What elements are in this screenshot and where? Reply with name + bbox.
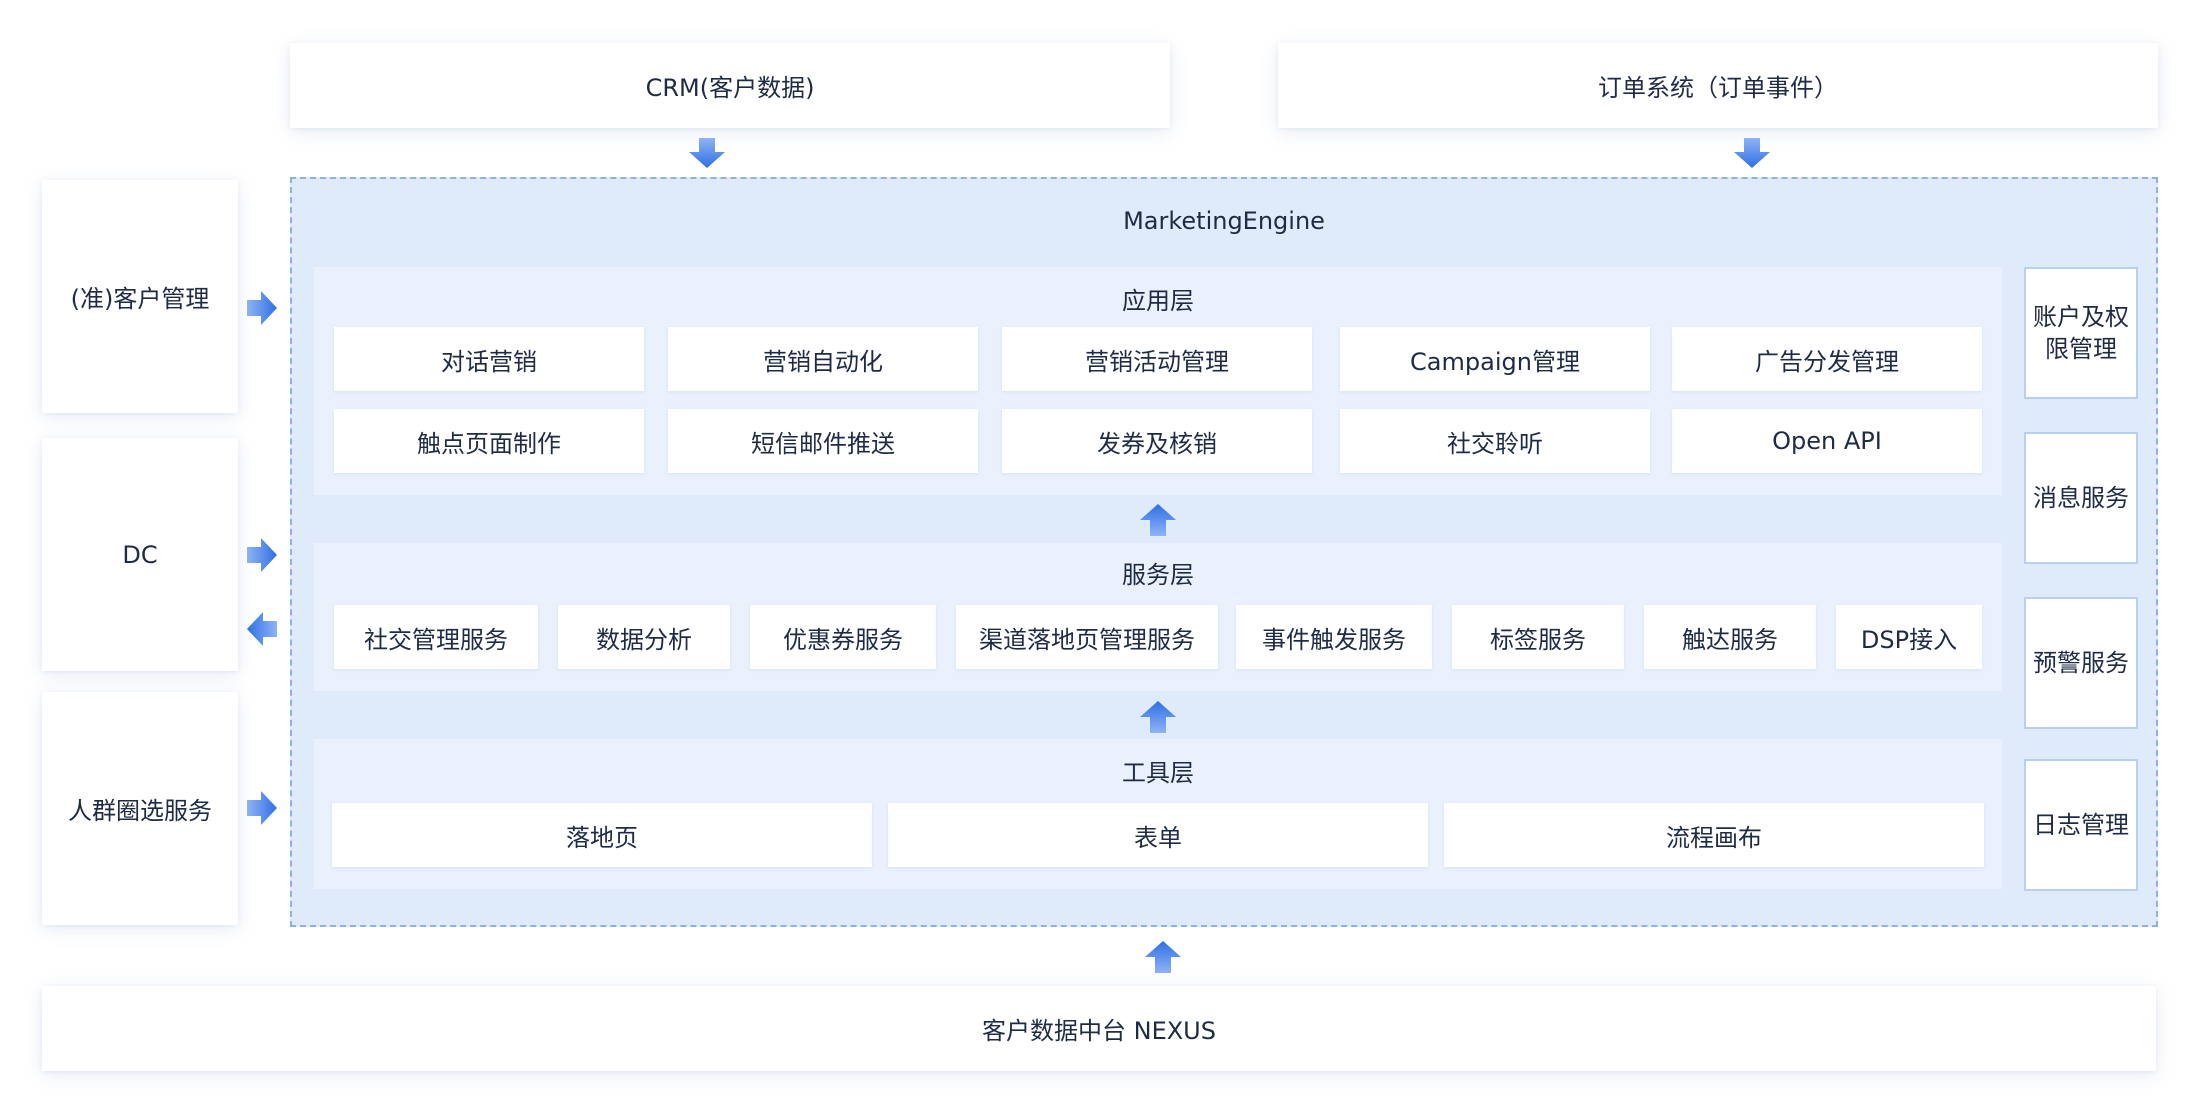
tool-item: 流程画布 [1444,803,1984,867]
service-item: 数据分析 [558,605,730,669]
tool-layer-title: 工具层 [1122,759,1194,787]
side-item-account-permission: 账户及权限管理 [2024,267,2138,399]
side-item-message-service: 消息服务 [2024,432,2138,564]
crowd-selection-label: 人群圈选服务 [68,797,212,825]
app-item: 发券及核销 [1002,409,1312,473]
arrow-down-icon [1734,138,1770,168]
customer-management-label: (准)客户管理 [70,285,210,313]
tool-item: 表单 [888,803,1428,867]
arrow-up-icon [1145,941,1181,973]
dc-label: DC [122,540,158,569]
order-system-box: 订单系统（订单事件） [1278,43,2158,128]
crm-source-box: CRM(客户数据) [290,43,1170,128]
app-item: 短信邮件推送 [668,409,978,473]
app-item: 社交聆听 [1340,409,1650,473]
arrow-down-icon [689,138,725,168]
marketing-engine-container: MarketingEngine 应用层 对话营销 营销自动化 营销活动管理 Ca… [290,177,2158,927]
service-item: 事件触发服务 [1236,605,1432,669]
service-item: DSP接入 [1836,605,1982,669]
arrow-right-icon [247,538,277,572]
tool-item: 落地页 [332,803,872,867]
application-layer-title: 应用层 [1122,287,1194,315]
service-item: 渠道落地页管理服务 [956,605,1218,669]
tool-layer: 工具层 落地页 表单 流程画布 [314,739,2002,889]
crowd-selection-box: 人群圈选服务 [42,692,238,925]
side-item-log-management: 日志管理 [2024,759,2138,891]
service-item: 社交管理服务 [334,605,538,669]
order-system-label: 订单系统（订单事件） [1598,74,1838,102]
app-item: Open API [1672,409,1982,473]
app-item: 对话营销 [334,327,644,391]
nexus-box: 客户数据中台 NEXUS [42,986,2156,1071]
customer-management-box: (准)客户管理 [42,180,238,413]
arrow-right-icon [247,791,277,825]
app-item: Campaign管理 [1340,327,1650,391]
application-layer: 应用层 对话营销 营销自动化 营销活动管理 Campaign管理 广告分发管理 … [314,267,2002,495]
service-layer-title: 服务层 [1122,561,1194,589]
crm-source-label: CRM(客户数据) [645,74,815,102]
service-item: 优惠券服务 [750,605,936,669]
service-layer: 服务层 社交管理服务 数据分析 优惠券服务 渠道落地页管理服务 事件触发服务 标… [314,543,2002,691]
app-item: 触点页面制作 [334,409,644,473]
engine-title: MarketingEngine [1123,207,1325,235]
nexus-label: 客户数据中台 NEXUS [982,1017,1216,1045]
dc-box: DC [42,438,238,671]
app-item: 广告分发管理 [1672,327,1982,391]
arrow-up-icon [1140,504,1176,536]
arrow-left-icon [247,612,277,646]
app-item: 营销活动管理 [1002,327,1312,391]
arrow-right-icon [247,291,277,325]
service-item: 标签服务 [1452,605,1624,669]
service-item: 触达服务 [1644,605,1816,669]
arrow-up-icon [1140,701,1176,733]
side-item-alert-service: 预警服务 [2024,597,2138,729]
app-item: 营销自动化 [668,327,978,391]
